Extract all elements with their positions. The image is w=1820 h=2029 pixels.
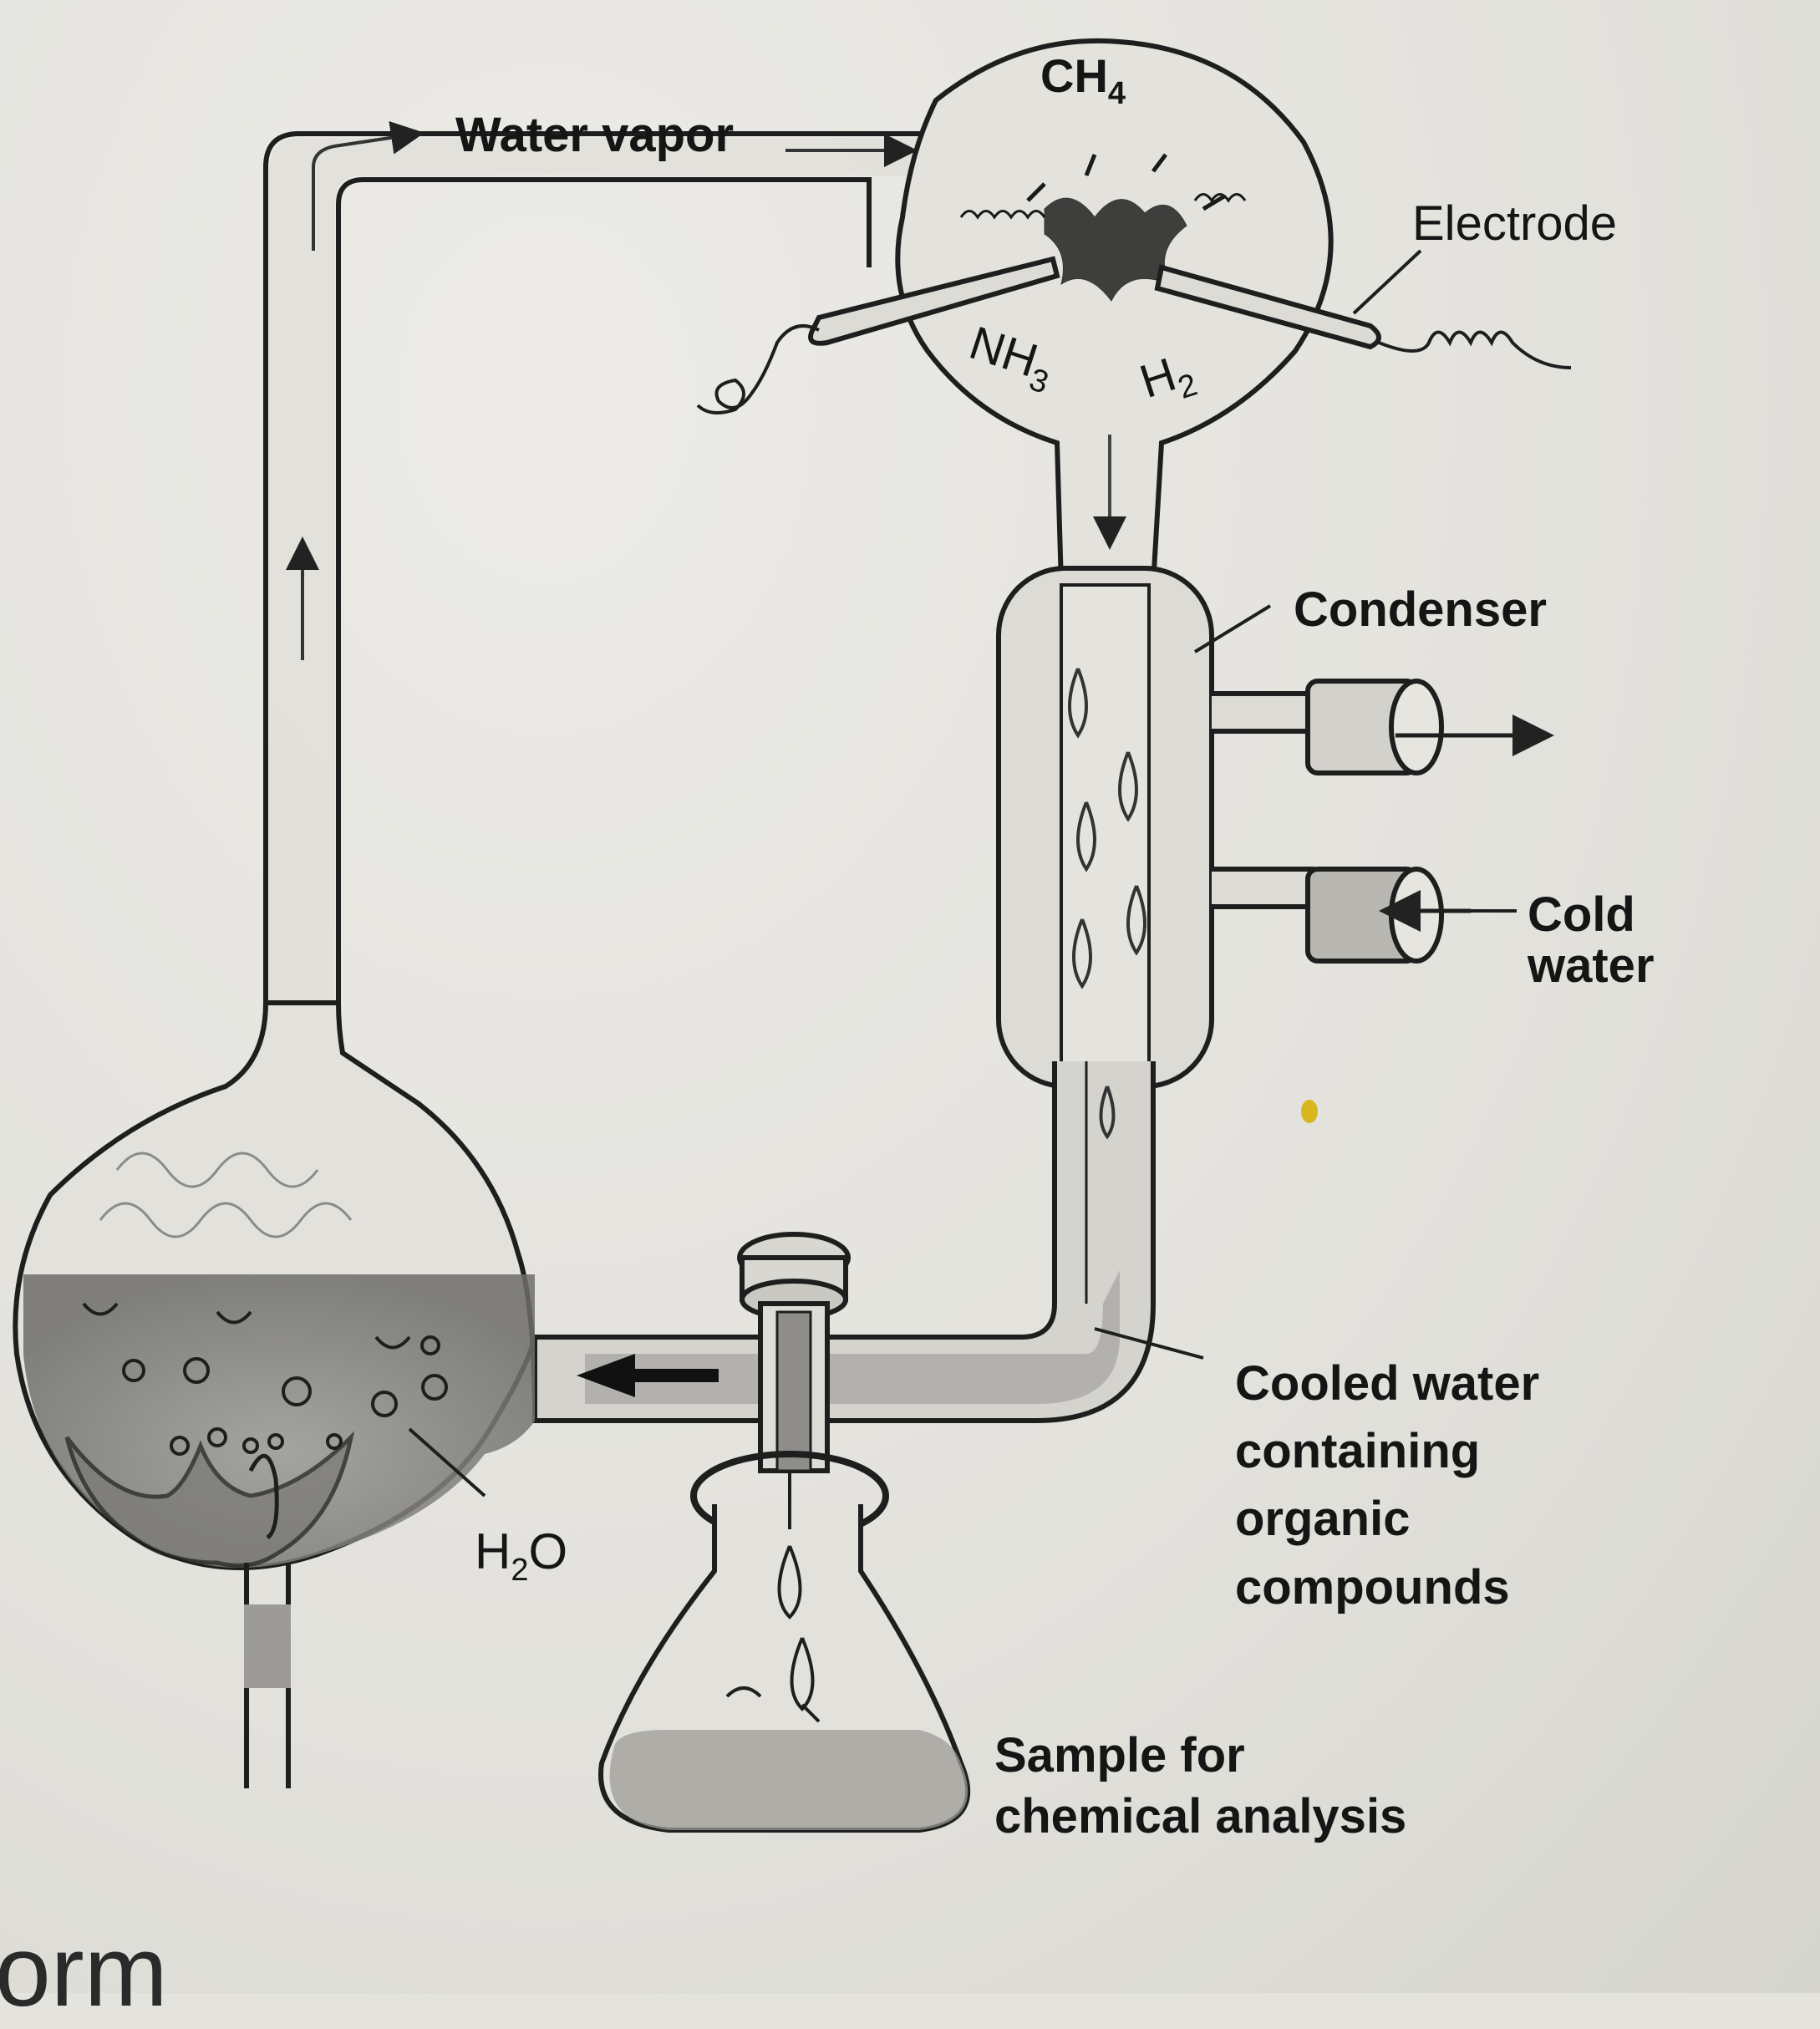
label-h2o: H2O	[475, 1523, 568, 1587]
label-condenser: Condenser	[1294, 582, 1547, 637]
label-water-vapor: Water vapor	[455, 108, 735, 162]
cooled-water-leader	[1094, 1327, 1204, 1360]
cold-water-line1: Cold	[1528, 887, 1635, 942]
label-ch4: CH4	[1040, 49, 1126, 110]
sample-line1: Sample for	[994, 1728, 1245, 1782]
boiling-flask	[13, 1000, 537, 1570]
return-flow-arrow	[577, 1354, 719, 1397]
label-cold-water: Cold water	[1528, 887, 1655, 993]
spark-discharge	[959, 153, 1247, 302]
label-electrode: Electrode	[1412, 196, 1618, 251]
condenser-leader	[1193, 604, 1272, 653]
vapor-tube-glass	[269, 138, 936, 1020]
yellow-fleck	[1301, 1100, 1318, 1123]
sample-flask	[598, 1451, 971, 1833]
heater-stand	[244, 1563, 291, 1788]
heater-flame	[64, 1431, 355, 1568]
coolant-arrows	[1379, 714, 1554, 932]
vapor-flow-arrows	[286, 120, 918, 660]
sample-line2: chemical analysis	[994, 1788, 1407, 1843]
electrode-wires	[696, 324, 1572, 414]
h2o-o: O	[528, 1523, 568, 1579]
ch4-subscript: 4	[1107, 76, 1126, 111]
page-fragment-text: orm	[0, 1915, 168, 2027]
electrode-leader	[1352, 249, 1422, 315]
label-sample: Sample for chemical analysis	[994, 1726, 1406, 1847]
cold-water-line2: water	[1528, 938, 1655, 993]
h2o-subscript: 2	[511, 1553, 529, 1588]
condenser	[996, 566, 1444, 1089]
label-cooled-water: Cooled water containing organic compound…	[1235, 1350, 1539, 1621]
spark-chamber	[895, 38, 1334, 587]
vapor-tube	[263, 131, 936, 1020]
ch4-text: CH	[1040, 49, 1108, 102]
stopcock	[737, 1232, 851, 1473]
cooled-line4: compounds	[1235, 1559, 1510, 1615]
h2o-leader	[408, 1427, 486, 1498]
cooled-line2: containing	[1235, 1424, 1481, 1479]
h2o-h: H	[475, 1523, 511, 1579]
cooled-line1: Cooled water	[1235, 1356, 1540, 1411]
cooled-line3: organic	[1235, 1492, 1411, 1547]
